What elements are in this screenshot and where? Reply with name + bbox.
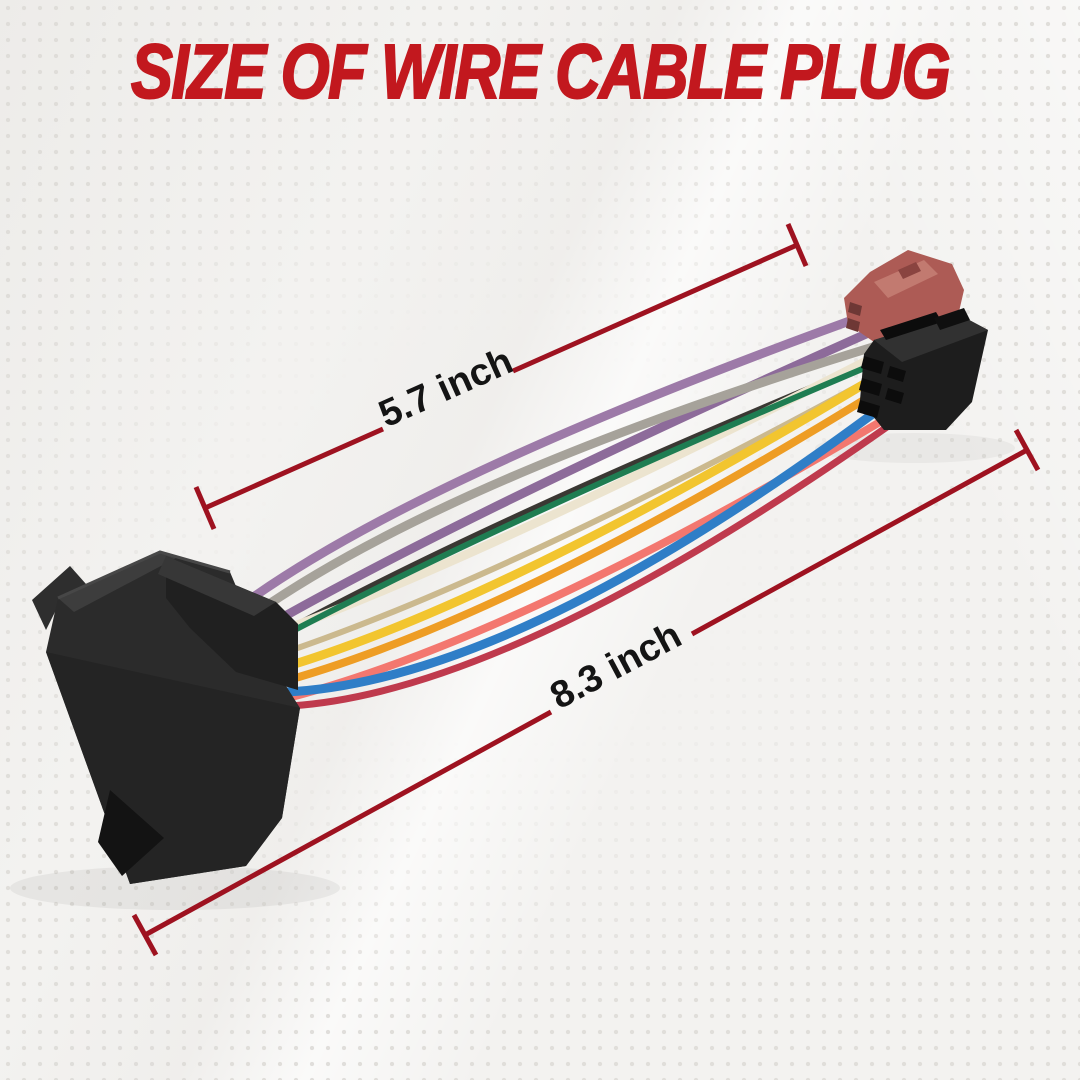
dimension-line-segment: [690, 447, 1029, 637]
iso-pin-socket: [859, 378, 882, 396]
dimension-end-tick: [785, 223, 809, 267]
iso-black-slot: [880, 312, 942, 340]
wire-span-label: 5.7 inch: [373, 340, 519, 436]
dimension-line-segment: [203, 426, 385, 511]
wire-yellow: [263, 367, 889, 677]
iso-connector: [844, 250, 988, 430]
wire-tan: [259, 371, 883, 663]
dimension-end-tick: [131, 913, 159, 957]
wire-purple-1: [247, 305, 885, 603]
dimension-line-segment: [143, 709, 553, 938]
wire-green: [250, 361, 877, 655]
iso-red-latch: [874, 260, 938, 298]
iso-red-socket: [846, 318, 860, 332]
wire-gray: [245, 341, 881, 622]
wire-blue: [280, 399, 891, 697]
dimension-line-segment: [511, 242, 799, 374]
total-length-label: 8.3 inch: [544, 614, 689, 718]
quadlock-connector: [32, 550, 300, 884]
iso-black-latch: [934, 308, 970, 330]
page-title: SIZE OF WIRE CABLE PLUG: [130, 29, 951, 115]
wire-orange: [270, 386, 884, 688]
shadow-left: [10, 866, 340, 910]
quadlock-top-face: [58, 552, 176, 612]
iso-pin-socket: [885, 388, 904, 404]
wire-crimson: [286, 418, 898, 710]
quadlock-shroud-top: [158, 556, 276, 616]
dimension-end-tick: [193, 486, 217, 530]
wire-bundle: [243, 305, 898, 710]
iso-red-latch-notch: [898, 262, 921, 279]
dimension-end-tick: [1013, 428, 1041, 472]
iso-pin-socket: [861, 356, 884, 374]
iso-black-top-face: [874, 314, 988, 362]
iso-pin-socket: [887, 366, 906, 382]
iso-pin-socket: [857, 400, 880, 418]
quadlock-edge-highlight: [57, 550, 231, 600]
iso-red-socket: [848, 302, 862, 316]
quadlock-notch: [98, 790, 164, 876]
